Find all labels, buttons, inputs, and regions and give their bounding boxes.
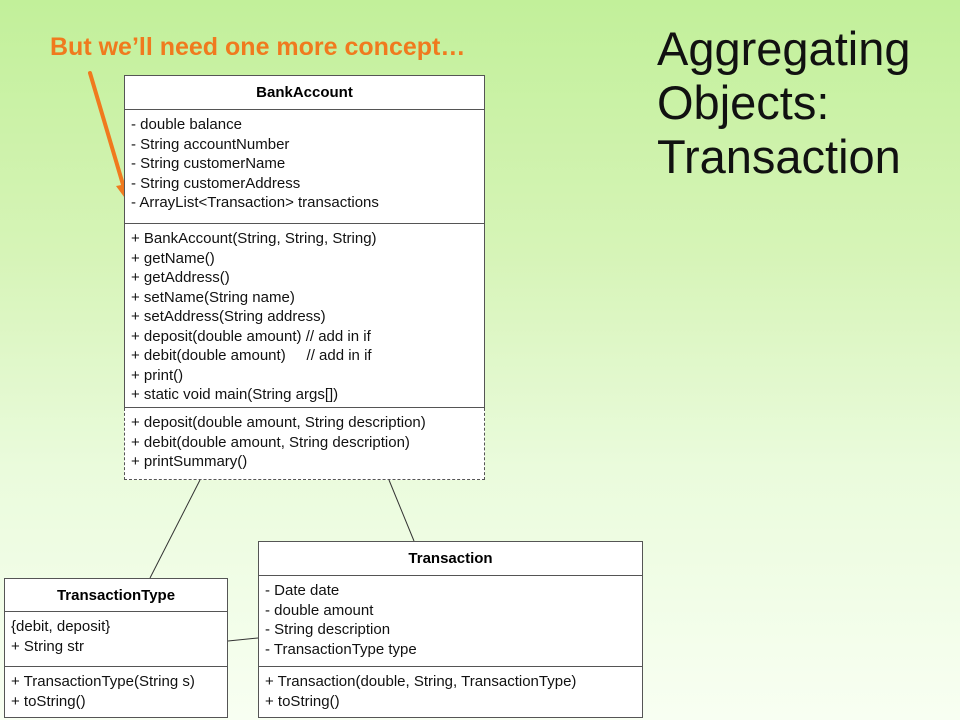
fields-section: - Date date - double amount - String des… (259, 576, 642, 666)
field-item: - TransactionType type (265, 640, 417, 658)
method-item: + print() (131, 366, 184, 384)
method-item: + static void main(String args[]) (131, 386, 339, 403)
method-item: + debit(double amount) // add in if (131, 347, 372, 364)
method-item: + printSummary() (131, 453, 248, 470)
method-item: + TransactionType(String s) (11, 673, 195, 690)
methods-section: + Transaction(double, String, Transactio… (259, 666, 642, 715)
method-item: + getName() (131, 249, 215, 267)
methods-section: + BankAccount(String, String, String) + … (125, 223, 484, 409)
field-item: - String accountNumber (131, 135, 290, 153)
method-item: + BankAccount(String, String, String) (131, 230, 377, 247)
method-item: + getAddress() (131, 269, 230, 286)
field-item: - String customerAddress (131, 174, 301, 192)
method-item: + toString() (11, 692, 86, 710)
slide-title-line: Transaction (657, 130, 901, 183)
field-item: - ArrayList<Transaction> transactions (131, 194, 379, 211)
field-item: - String customerName (131, 155, 286, 172)
method-item: + deposit(double amount) // add in if (131, 327, 371, 345)
field-item: - double balance (131, 116, 242, 133)
method-item: + debit(double amount, String descriptio… (131, 433, 410, 451)
fields-section: - double balance - String accountNumber … (125, 110, 484, 223)
method-item: + Transaction(double, String, Transactio… (265, 673, 577, 690)
new-methods-section: + deposit(double amount, String descript… (124, 408, 485, 480)
fields-section: {debit, deposit} + String str (5, 612, 227, 666)
field-item: - double amount (265, 601, 374, 619)
class-name: BankAccount (125, 76, 484, 110)
field-item: {debit, deposit} (11, 618, 111, 635)
class-transactiontype: TransactionType {debit, deposit} + Strin… (4, 578, 228, 718)
methods-section: + TransactionType(String s) + toString() (5, 666, 227, 715)
association-line (388, 479, 415, 542)
association-line (149, 479, 201, 579)
callout-text: But we’ll need one more concept… (50, 33, 466, 61)
method-item: + toString() (265, 692, 340, 710)
slide-title-line: Objects: (657, 76, 830, 129)
field-item: - String description (265, 621, 391, 638)
class-name: Transaction (259, 542, 642, 576)
slide-title-line: Aggregating (657, 22, 911, 75)
class-bankaccount: BankAccount - double balance - String ac… (124, 75, 485, 408)
field-item: - Date date (265, 582, 340, 599)
method-item: + setAddress(String address) (131, 308, 326, 325)
method-item: + setName(String name) (131, 288, 295, 306)
field-item: + String str (11, 637, 84, 655)
class-name: TransactionType (5, 579, 227, 612)
slide-title: Aggregating Objects: Transaction (657, 22, 957, 184)
method-item: + deposit(double amount, String descript… (131, 414, 426, 431)
association-line (227, 637, 259, 642)
class-transaction: Transaction - Date date - double amount … (258, 541, 643, 718)
